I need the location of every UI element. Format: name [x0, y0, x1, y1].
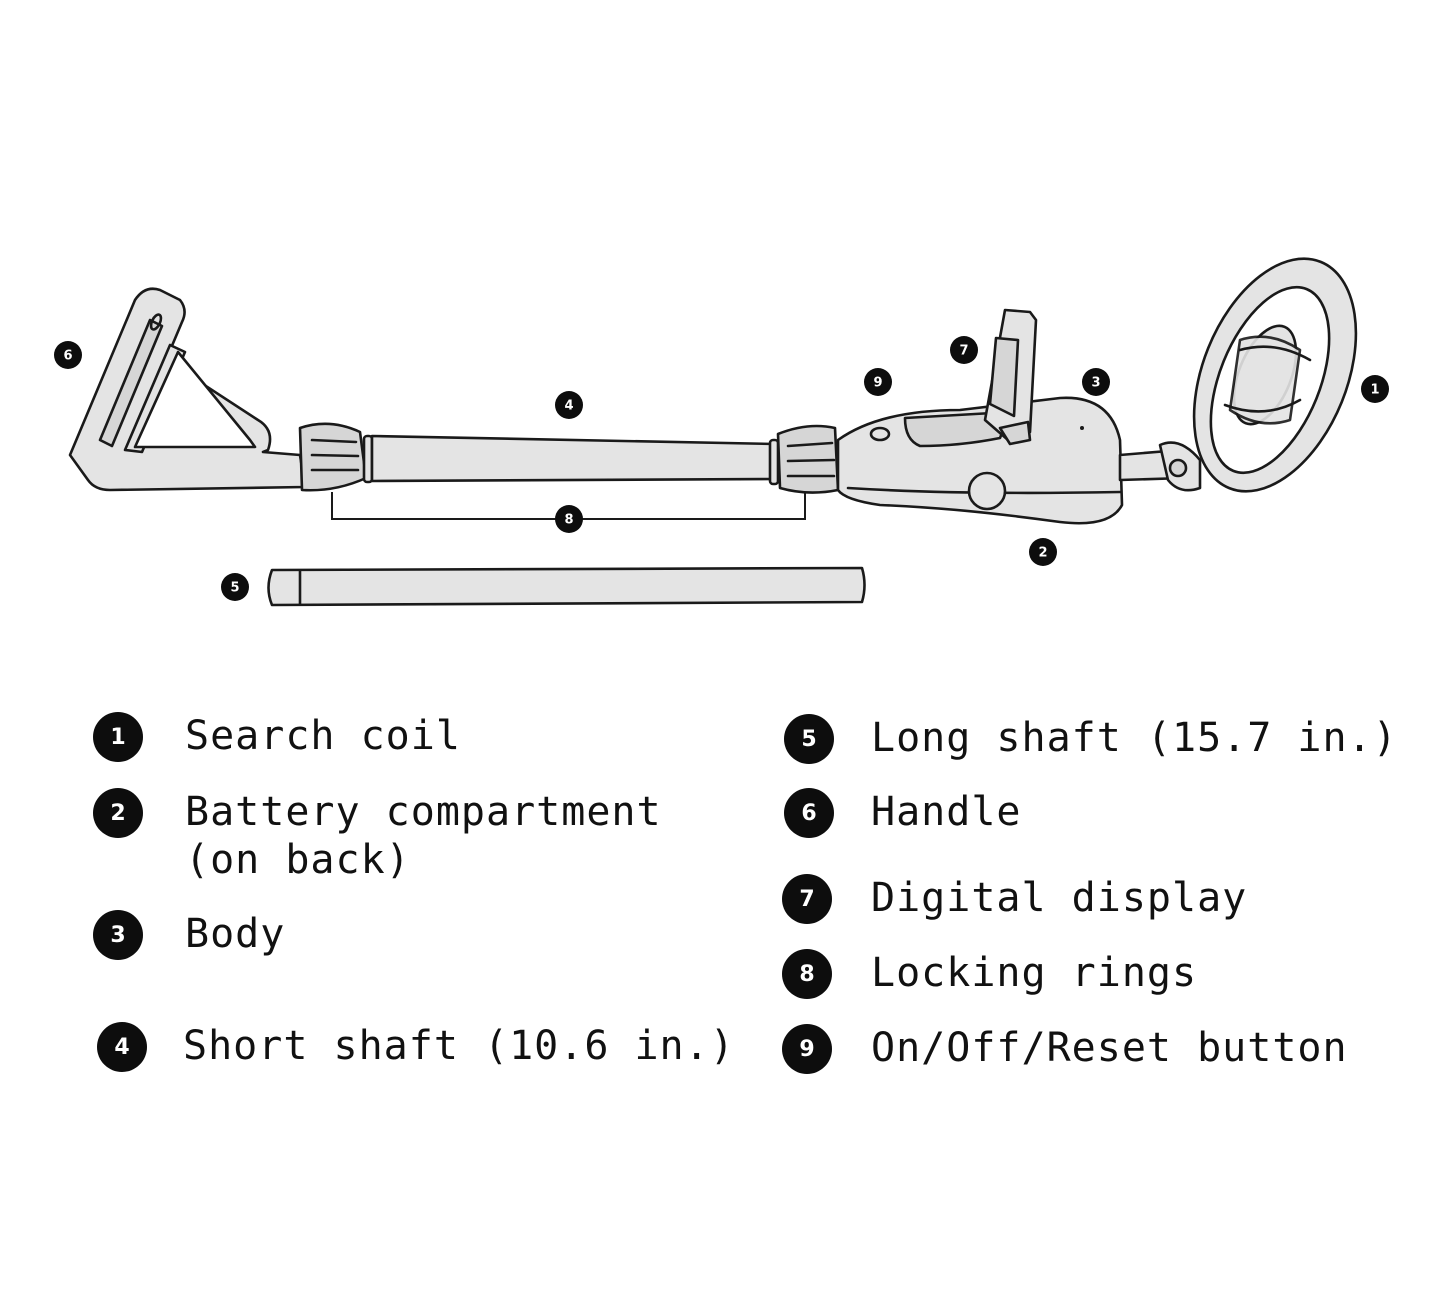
legend-item-long-shaft: 5 Long shaft (15.7 in.)	[784, 714, 1398, 764]
legend-badge: 7	[782, 874, 832, 924]
callout-locking-rings: 8	[555, 505, 583, 533]
legend-label-line2: (on back)	[185, 837, 411, 883]
callout-circle	[864, 368, 892, 396]
legend-label-line1: Battery compartment	[185, 789, 662, 835]
legend-label: Long shaft (15.7 in.)	[871, 715, 1398, 761]
callout-long-shaft: 5	[221, 573, 249, 601]
handle-part	[68, 287, 307, 492]
legend-item-digital-display: 7 Digital display	[782, 874, 1247, 924]
legend-label: Battery compartment (on back)	[185, 788, 662, 884]
callout-search-coil: 1	[1361, 375, 1389, 403]
callout-number: 7	[959, 344, 968, 359]
callout-circle	[555, 391, 583, 419]
search-coil-part	[1192, 257, 1358, 493]
callout-battery-compartment: 2	[1029, 538, 1057, 566]
metal-detector-illustration: 1 2 3 4 5 6 7 8 9	[54, 257, 1389, 607]
long-shaft-part	[267, 566, 866, 607]
legend-item-battery-compartment: 2 Battery compartment (on back)	[93, 788, 662, 884]
legend-label: On/Off/Reset button	[871, 1025, 1348, 1071]
callout-body: 3	[1082, 368, 1110, 396]
callout-handle: 6	[54, 341, 82, 369]
legend-badge: 6	[784, 788, 834, 838]
legend-badge: 8	[782, 949, 832, 999]
callout-circle	[221, 573, 249, 601]
legend-badge: 9	[782, 1024, 832, 1074]
legend-label: Body	[185, 911, 286, 957]
legend-item-handle: 6 Handle	[784, 788, 1022, 838]
coil-connector	[1118, 441, 1202, 492]
legend-badge: 2	[93, 788, 143, 838]
callout-circle	[54, 341, 82, 369]
callout-number: 3	[1091, 376, 1100, 391]
callout-circle	[1082, 368, 1110, 396]
legend-item-short-shaft: 4 Short shaft (10.6 in.)	[97, 1022, 735, 1072]
callout-circle	[1029, 538, 1057, 566]
legend-badge: 4	[97, 1022, 147, 1072]
legend-item-body: 3 Body	[93, 910, 285, 960]
legend-label: Digital display	[871, 875, 1248, 921]
short-shaft-part	[370, 434, 777, 483]
callout-short-shaft: 4	[555, 391, 583, 419]
callout-circle	[1361, 375, 1389, 403]
legend-badge: 5	[784, 714, 834, 764]
callout-number: 8	[564, 513, 573, 528]
body-part	[836, 396, 1124, 525]
callout-circle	[555, 505, 583, 533]
digital-display-part	[983, 308, 1038, 446]
locking-ring-left	[298, 422, 374, 492]
legend-label: Search coil	[185, 713, 461, 759]
callout-number: 5	[230, 581, 239, 596]
callout-number: 9	[873, 376, 882, 391]
legend-badge: 3	[93, 910, 143, 960]
legend-label: Short shaft (10.6 in.)	[183, 1023, 735, 1069]
callout-number: 1	[1370, 383, 1379, 398]
callout-number: 2	[1038, 546, 1047, 561]
callout-number: 4	[564, 399, 573, 414]
callout-on-off-reset-button: 9	[864, 368, 892, 396]
callout-digital-display: 7	[950, 336, 978, 364]
legend-item-on-off-reset-button: 9 On/Off/Reset button	[782, 1024, 1348, 1074]
callout-number: 6	[63, 349, 72, 364]
legend-item-locking-rings: 8 Locking rings	[782, 949, 1197, 999]
legend-badge: 1	[93, 712, 143, 762]
legend-label: Locking rings	[871, 950, 1198, 996]
legend-label: Handle	[871, 789, 1022, 835]
locking-ring-right	[768, 424, 840, 494]
callout-circle	[950, 336, 978, 364]
legend-item-search-coil: 1 Search coil	[93, 712, 461, 762]
